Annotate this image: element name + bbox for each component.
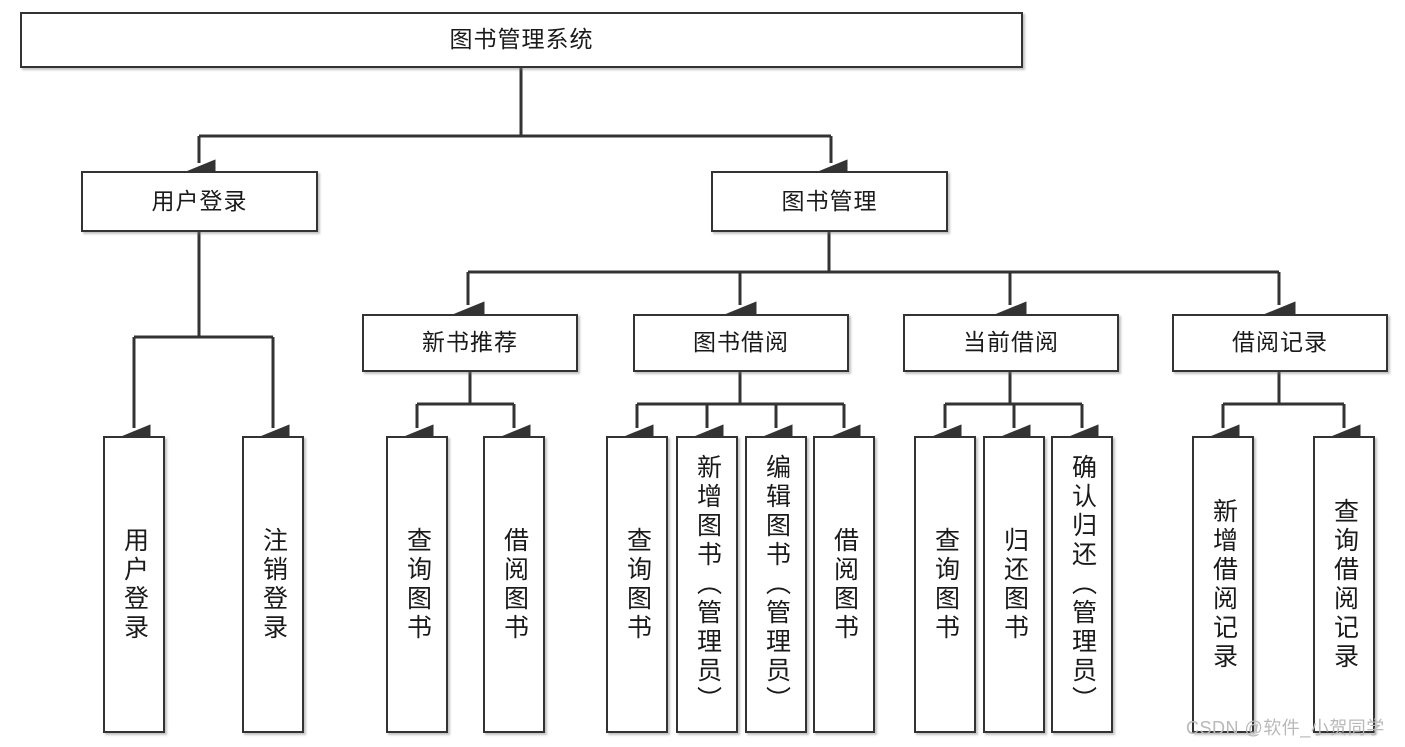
- node-label: 注销登录: [259, 526, 288, 643]
- node-current-borrow[interactable]: 当前借阅: [903, 314, 1119, 372]
- node-label: 新增图书（管理员）: [693, 454, 722, 715]
- node-label: 图书管理: [781, 187, 878, 214]
- node-label: 借阅图书: [830, 526, 859, 643]
- node-label: 新书推荐: [422, 329, 518, 356]
- node-label: 借阅记录: [1232, 329, 1328, 356]
- node-label: 当前借阅: [963, 329, 1059, 356]
- node-label: 查询借阅记录: [1330, 497, 1359, 672]
- node-label: 用户登录: [120, 526, 149, 643]
- node-book-borrow[interactable]: 图书借阅: [633, 314, 849, 372]
- node-leaf-add-book-admin[interactable]: 新增图书（管理员）: [676, 436, 738, 733]
- node-label: 新增借阅记录: [1209, 497, 1238, 672]
- node-label: 图书借阅: [693, 329, 789, 356]
- node-borrow-record[interactable]: 借阅记录: [1172, 314, 1388, 372]
- node-leaf-edit-book-admin[interactable]: 编辑图书（管理员）: [745, 436, 807, 733]
- node-leaf-query-borrow-record[interactable]: 查询借阅记录: [1313, 436, 1375, 733]
- node-label: 查询图书: [403, 526, 432, 643]
- node-root-book-management-system[interactable]: 图书管理系统: [20, 12, 1023, 68]
- node-new-book-recommend[interactable]: 新书推荐: [362, 314, 578, 372]
- node-leaf-return-book[interactable]: 归还图书: [983, 436, 1045, 733]
- node-label: 查询图书: [623, 526, 652, 643]
- node-label: 查询图书: [931, 526, 960, 643]
- node-leaf-user-logout[interactable]: 注销登录: [242, 436, 304, 733]
- node-book-manage[interactable]: 图书管理: [711, 171, 948, 232]
- node-leaf-add-borrow-record[interactable]: 新增借阅记录: [1192, 436, 1254, 733]
- node-label: 确认归还（管理员）: [1068, 454, 1097, 715]
- node-leaf-query-book-borrow[interactable]: 查询图书: [606, 436, 668, 733]
- csdn-watermark: CSDN @软件_小贺同学: [1186, 718, 1385, 738]
- node-label: 编辑图书（管理员）: [762, 454, 791, 715]
- node-leaf-confirm-return-admin[interactable]: 确认归还（管理员）: [1051, 436, 1113, 733]
- node-label: 归还图书: [1000, 526, 1029, 643]
- node-label: 图书管理系统: [449, 26, 594, 53]
- node-label: 用户登录: [151, 187, 248, 214]
- node-leaf-query-book-recommend[interactable]: 查询图书: [386, 436, 448, 733]
- node-leaf-query-book-current[interactable]: 查询图书: [914, 436, 976, 733]
- node-user-login[interactable]: 用户登录: [81, 171, 318, 232]
- node-leaf-borrow-book-recommend[interactable]: 借阅图书: [483, 436, 545, 733]
- node-leaf-borrow-book[interactable]: 借阅图书: [813, 436, 875, 733]
- node-leaf-user-login[interactable]: 用户登录: [103, 436, 165, 733]
- node-label: 借阅图书: [500, 526, 529, 643]
